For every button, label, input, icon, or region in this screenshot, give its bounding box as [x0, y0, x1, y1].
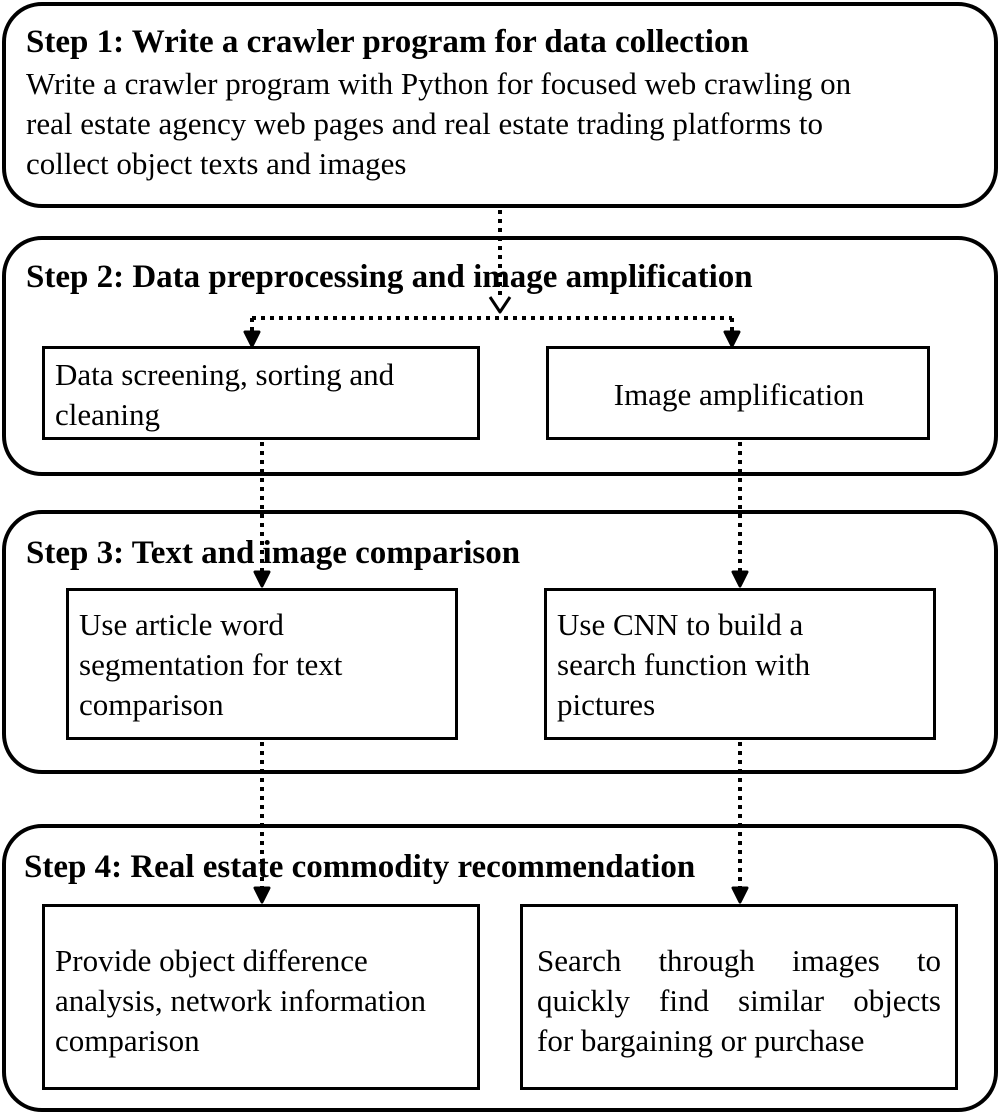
- step-2-title: Step 2: Data preprocessing and image amp…: [26, 259, 753, 295]
- box-line: search function with: [557, 647, 811, 682]
- box-line: pictures: [557, 687, 656, 722]
- step-1-line: Write a crawler program with Python for …: [26, 66, 852, 101]
- box-line: Search through images to: [537, 943, 941, 978]
- box-line: Use CNN to build a: [557, 607, 804, 642]
- similar-objects-box: Search through images to quickly find si…: [520, 904, 958, 1090]
- text-comparison-box: Use article word segmentation for text c…: [66, 588, 458, 740]
- data-cleaning-box: Data screening, sorting and cleaning: [42, 346, 480, 440]
- step-1-line: collect object texts and images: [26, 146, 407, 181]
- object-analysis-box: Provide object difference analysis, netw…: [42, 904, 480, 1090]
- step-1-description: Write a crawler program with Python for …: [26, 64, 986, 184]
- step-4-title: Step 4: Real estate commodity recommenda…: [24, 849, 696, 885]
- image-search-box: Use CNN to build a search function with …: [544, 588, 936, 740]
- box-line: Image amplification: [613, 377, 865, 412]
- step-1-panel: [2, 2, 998, 208]
- box-line: comparison: [55, 1023, 200, 1058]
- box-line: for bargaining or purchase: [537, 1023, 865, 1058]
- box-line: analysis, network information: [55, 983, 427, 1018]
- step-3-title: Step 3: Text and image comparison: [26, 535, 521, 571]
- box-line: comparison: [79, 687, 224, 722]
- box-line: Use article word: [79, 607, 284, 642]
- box-line: Provide object difference: [55, 943, 368, 978]
- step-1-title: Step 1: Write a crawler program for data…: [26, 24, 749, 60]
- box-line: Data screening, sorting and: [55, 357, 395, 392]
- box-line: cleaning: [55, 397, 161, 432]
- step-1-line: real estate agency web pages and real es…: [26, 106, 824, 141]
- image-amplification-box: Image amplification: [546, 346, 930, 440]
- box-line: quickly find similar objects: [537, 983, 941, 1018]
- box-line: segmentation for text: [79, 647, 343, 682]
